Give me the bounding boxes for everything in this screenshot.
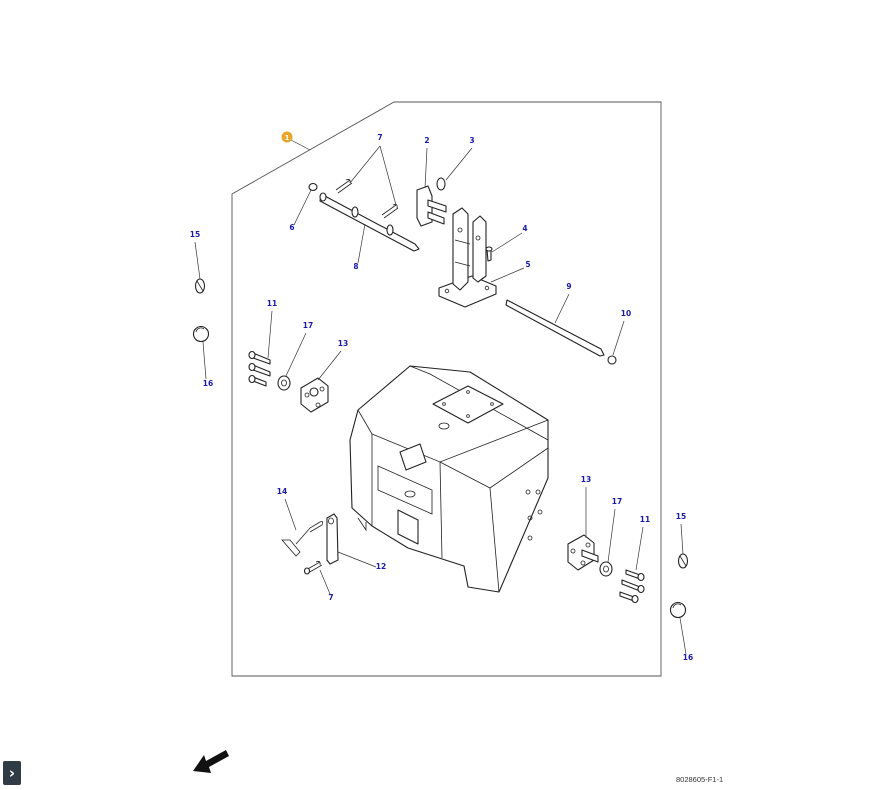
screw-part-4 bbox=[485, 246, 493, 262]
callout-9[interactable]: 9 bbox=[566, 282, 571, 291]
washer-part-16-right bbox=[669, 601, 687, 619]
callout-16[interactable]: 16 bbox=[203, 379, 213, 388]
assembly-badge[interactable]: 1 bbox=[281, 131, 311, 151]
callout-8[interactable]: 8 bbox=[353, 262, 358, 271]
assembly-frame bbox=[231, 101, 662, 677]
callout-12[interactable]: 12 bbox=[376, 562, 386, 571]
callout-5[interactable]: 5 bbox=[525, 260, 530, 269]
spring-pin-part-top bbox=[335, 179, 399, 219]
bushing-part-6 bbox=[308, 182, 318, 192]
rod-part-9 bbox=[505, 299, 605, 357]
spring-pin-part-7-lower bbox=[303, 561, 323, 575]
callout-15[interactable]: 15 bbox=[676, 512, 686, 521]
assembly-badge-label: 1 bbox=[285, 134, 290, 142]
front-direction-arrow-icon bbox=[193, 750, 229, 773]
bushing-part-10 bbox=[607, 355, 617, 365]
chevron-right-icon: › bbox=[8, 763, 16, 782]
support-bracket-part-5 bbox=[438, 207, 497, 308]
callout-13[interactable]: 13 bbox=[581, 475, 591, 484]
counterweight-part bbox=[349, 365, 549, 593]
long-pin-part bbox=[319, 192, 420, 252]
washer-part-16-left bbox=[192, 325, 210, 343]
pin-part-15-right bbox=[677, 553, 689, 569]
leader-lines bbox=[194, 145, 687, 655]
callout-7[interactable]: 7 bbox=[328, 593, 333, 602]
callout-3[interactable]: 3 bbox=[469, 136, 474, 145]
pin-part-15-left bbox=[194, 278, 206, 294]
flange-part-13-left bbox=[300, 377, 329, 413]
callout-10[interactable]: 10 bbox=[621, 309, 631, 318]
callout-11[interactable]: 11 bbox=[640, 515, 650, 524]
callout-2[interactable]: 2 bbox=[424, 136, 429, 145]
bracket-part-2 bbox=[416, 185, 447, 227]
washer-part-17-left bbox=[277, 375, 291, 391]
bolts-part-11-left bbox=[248, 350, 271, 387]
callout-16[interactable]: 16 bbox=[683, 653, 693, 662]
flange-part-13-right bbox=[567, 534, 599, 571]
callout-4[interactable]: 4 bbox=[522, 224, 527, 233]
clip-part-14 bbox=[281, 521, 324, 557]
bolts-part-11-right bbox=[619, 569, 645, 604]
callout-17[interactable]: 17 bbox=[612, 497, 622, 506]
washer-part-17-right bbox=[599, 561, 613, 577]
pin-part-12 bbox=[326, 513, 339, 565]
callout-13[interactable]: 13 bbox=[338, 339, 348, 348]
expand-panel-button[interactable]: › bbox=[3, 761, 21, 785]
callout-layer: 7 2 3 6 8 4 5 15 9 10 11 17 13 16 14 12 7 13 17 11 15 16 bbox=[190, 133, 693, 662]
figure-id: 8028605-F1-1 bbox=[676, 775, 724, 784]
callout-6[interactable]: 6 bbox=[289, 223, 294, 232]
callout-15[interactable]: 15 bbox=[190, 230, 200, 239]
cap-part-3 bbox=[436, 177, 446, 191]
callout-11[interactable]: 11 bbox=[267, 299, 277, 308]
callout-17[interactable]: 17 bbox=[303, 321, 313, 330]
callout-7[interactable]: 7 bbox=[377, 133, 382, 142]
callout-14[interactable]: 14 bbox=[277, 487, 287, 496]
